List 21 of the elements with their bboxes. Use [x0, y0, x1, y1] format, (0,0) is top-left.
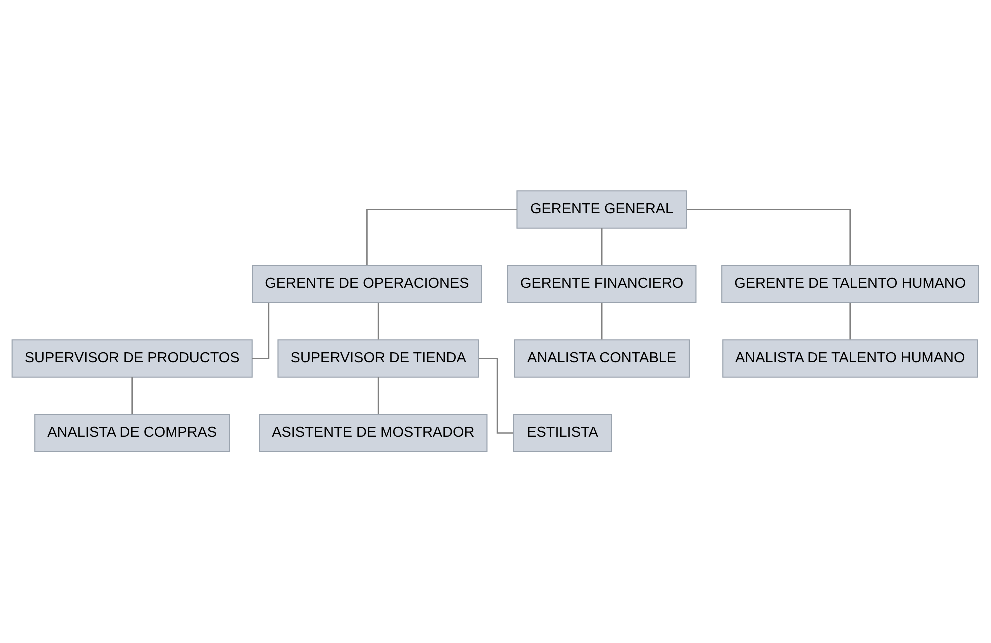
node-box: SUPERVISOR DE TIENDA — [278, 340, 480, 378]
node-box: ANALISTA CONTABLE — [514, 340, 690, 378]
connector — [366, 209, 517, 266]
node-box: SUPERVISOR DE PRODUCTOS — [12, 340, 253, 378]
connector — [601, 228, 603, 266]
connector — [478, 358, 514, 434]
connector — [687, 209, 852, 266]
connector — [132, 378, 134, 414]
node-box: ANALISTA DE TALENTO HUMANO — [722, 340, 978, 378]
node-box: ASISTENTE DE MOSTRADOR — [259, 414, 488, 452]
node-box: ESTILISTA — [513, 414, 612, 452]
connector — [252, 303, 270, 360]
node-box: GERENTE FINANCIERO — [507, 265, 697, 304]
connector — [601, 303, 603, 340]
connector — [378, 303, 380, 340]
node-box: GERENTE DE OPERACIONES — [252, 265, 482, 304]
node-box: GERENTE DE TALENTO HUMANO — [722, 265, 980, 304]
node-box: GERENTE GENERAL — [516, 190, 688, 229]
connector — [850, 303, 852, 340]
connector — [378, 378, 380, 414]
node-box: ANALISTA DE COMPRAS — [34, 414, 230, 452]
